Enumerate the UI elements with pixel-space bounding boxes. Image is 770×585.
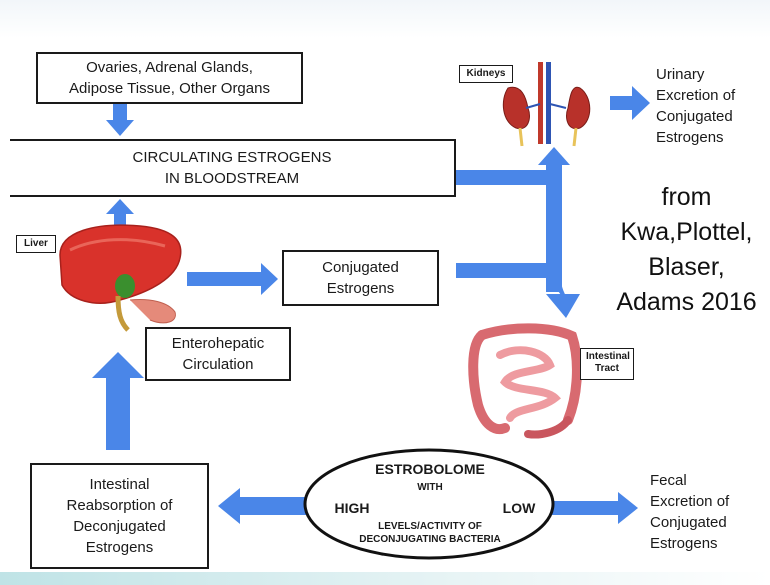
fecal-excretion-text: Fecal Excretion of Conjugated Estrogens [650,470,760,554]
liver-tag: Liver [16,235,56,253]
estrobolome-title: ESTROBOLOME [360,461,500,477]
arrow-reabsorption-to-liver [92,352,144,450]
estrobolome-levels: LEVELS/ACTIVITY OF DECONJUGATING BACTERI… [340,520,520,546]
arrow-sources-to-blood [106,104,134,136]
arrow-trunk-to-intestine [546,270,580,318]
enterohepatic-circulation-box: Enterohepatic Circulation [145,327,291,381]
arrow-high-to-reabsorption [218,488,310,524]
kidneys-tag: Kidneys [459,65,513,83]
intestinal-tract-tag: Intestinal Tract [580,348,634,380]
estrobolome-low: LOW [494,500,544,516]
liver-illustration [60,225,181,330]
intestinal-reabsorption-box: Intestinal Reabsorption of Deconjugated … [30,463,209,569]
arrow-liver-to-conjugated [187,263,278,295]
intestine-illustration [473,328,577,434]
circulating-estrogens-box: CIRCULATING ESTROGENS IN BLOODSTREAM [10,139,456,197]
arrow-blood-to-trunk [456,170,560,185]
conjugated-estrogens-box: Conjugated Estrogens [282,250,439,306]
arrow-kidneys-to-urinary [610,86,650,120]
arrow-low-to-fecal [550,492,638,524]
urinary-excretion-text: Urinary Excretion of Conjugated Estrogen… [656,64,766,148]
sources-box: Ovaries, Adrenal Glands, Adipose Tissue,… [36,52,303,104]
arrow-conjugated-to-trunk [456,263,560,278]
estrobolome-with: WITH [400,482,460,493]
citation-text: from Kwa,Plottel, Blaser, Adams 2016 [604,180,769,320]
estrobolome-high: HIGH [322,500,382,516]
kidneys-illustration [503,62,589,146]
